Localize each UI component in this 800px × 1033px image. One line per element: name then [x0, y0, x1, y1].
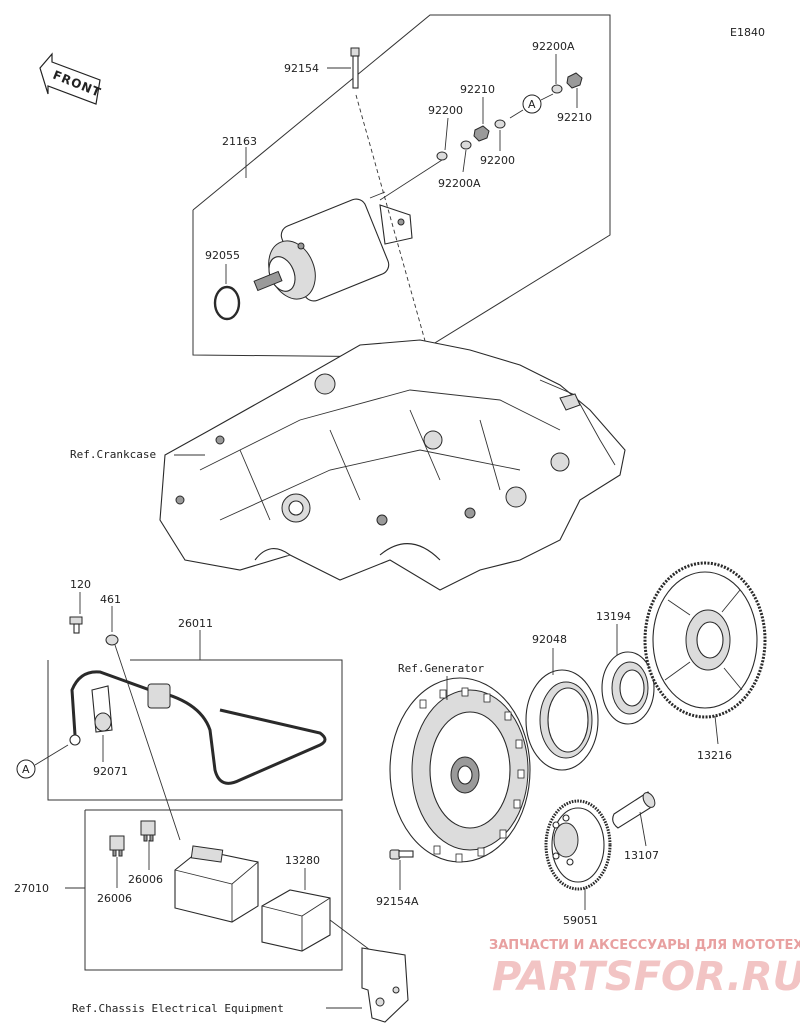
watermark-tagline: ЗАПЧАСТИ И АКСЕССУАРЫ ДЛЯ МОТОТЕХНИКИ	[489, 938, 800, 953]
o-ring-92055	[213, 285, 241, 321]
label-92055: 92055	[205, 249, 240, 262]
starter-motor	[253, 191, 413, 302]
svg-text:A: A	[528, 98, 536, 111]
chassis-bracket	[361, 947, 409, 1023]
harness-frame	[47, 659, 343, 801]
callout-a-top: A	[509, 93, 554, 119]
label-26006-b: 26006	[97, 892, 132, 905]
screw-120	[69, 616, 83, 634]
front-arrow-icon: FRONT	[39, 52, 103, 105]
label-461: 461	[100, 593, 121, 606]
fuse-26006-b	[109, 835, 125, 857]
label-92071: 92071	[93, 765, 128, 778]
label-26006-a: 26006	[128, 873, 163, 886]
label-92200a-bottom: 92200A	[438, 177, 481, 190]
leader-lines	[65, 54, 719, 910]
bolt-92154	[350, 47, 437, 381]
label-92154a: 92154A	[376, 895, 419, 908]
fuse-26006-a	[140, 820, 156, 842]
relay-13280	[261, 889, 331, 952]
gear-13216	[643, 561, 767, 719]
label-27010: 27010	[14, 882, 49, 895]
label-13194: 13194	[596, 610, 631, 623]
label-21163: 21163	[222, 135, 257, 148]
label-13216: 13216	[697, 749, 732, 762]
washers-nuts	[379, 72, 583, 201]
gear-59051	[544, 799, 612, 891]
starter-frame	[192, 14, 611, 358]
ref-crankcase-label: Ref.Crankcase	[70, 448, 156, 461]
starter-relay-27010	[174, 845, 259, 923]
diagram-code: E1840	[730, 26, 765, 39]
label-120: 120	[70, 578, 91, 591]
ring-92048	[525, 669, 599, 771]
relay-frame	[84, 809, 343, 971]
clutch-13194	[601, 651, 655, 725]
label-13280: 13280	[285, 854, 320, 867]
label-13107: 13107	[624, 849, 659, 862]
bolt-92154a	[389, 849, 414, 860]
label-92200-left: 92200	[428, 104, 463, 117]
callout-a-left: A	[16, 744, 69, 779]
label-59051: 59051	[563, 914, 598, 927]
label-92048: 92048	[532, 633, 567, 646]
label-92200-right: 92200	[480, 154, 515, 167]
shaft-13107	[612, 791, 656, 829]
starter-cable-26011	[69, 670, 327, 785]
watermark-logo: PARTSFOR.RU	[492, 954, 800, 1000]
ref-generator-label: Ref.Generator	[398, 662, 484, 675]
svg-text:A: A	[22, 763, 30, 776]
label-92154: 92154	[284, 62, 319, 75]
crankcase	[159, 339, 626, 591]
label-92210-top: 92210	[460, 83, 495, 96]
generator-rotor	[389, 677, 531, 863]
label-92210-right: 92210	[557, 111, 592, 124]
ref-chassis-label: Ref.Chassis Electrical Equipment	[72, 1002, 284, 1015]
label-92200a-top: 92200A	[532, 40, 575, 53]
washer-461	[105, 634, 119, 646]
label-26011: 26011	[178, 617, 213, 630]
